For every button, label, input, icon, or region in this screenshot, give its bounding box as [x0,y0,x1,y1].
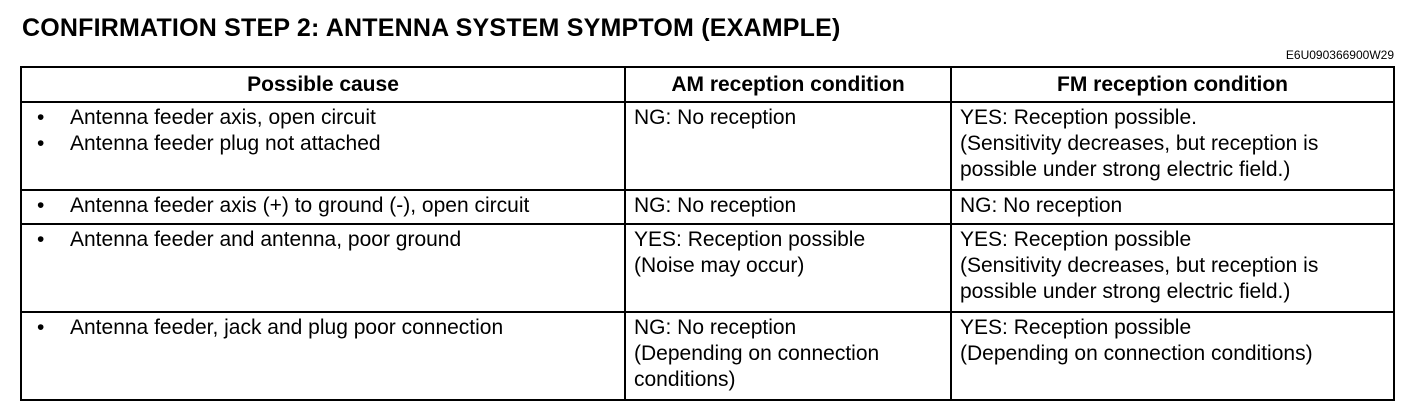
document-code: E6U090366900W29 [1285,48,1394,62]
header-possible-cause: Possible cause [20,66,626,103]
table-row: • Antenna feeder, jack and plug poor con… [20,311,1395,401]
header-am-reception: AM reception condition [624,66,952,103]
cause-list: • Antenna feeder axis (+) to ground (-),… [32,193,616,219]
am-condition-cell: NG: No reception (Depending on connectio… [624,311,952,401]
cause-list: • Antenna feeder, jack and plug poor con… [32,315,616,341]
fm-condition-line: possible under strong electric field.) [960,280,1291,303]
bullet-icon: • [37,132,45,155]
am-condition-line: (Depending on connection [634,342,880,365]
bullet-icon: • [37,106,45,129]
bullet-icon: • [37,194,45,217]
cause-item: • Antenna feeder axis, open circuit [32,105,616,131]
fm-condition-line: (Sensitivity decreases, but reception is [960,254,1319,277]
cause-text: Antenna feeder and antenna, poor ground [70,228,462,251]
cause-cell: • Antenna feeder and antenna, poor groun… [20,223,626,313]
cause-text: Antenna feeder axis, open circuit [70,106,376,129]
fm-condition-line: NG: No reception [960,194,1123,217]
table-row: • Antenna feeder axis (+) to ground (-),… [20,189,1395,225]
fm-condition-line: (Sensitivity decreases, but reception is [960,132,1319,155]
fm-condition-line: YES: Reception possible [960,316,1192,339]
fm-condition-cell: YES: Reception possible (Depending on co… [950,311,1395,401]
cause-list: • Antenna feeder axis, open circuit • An… [32,105,616,157]
fm-condition-line: possible under strong electric field.) [960,158,1291,181]
cause-item: • Antenna feeder axis (+) to ground (-),… [32,193,616,219]
fm-condition-cell: NG: No reception [950,189,1395,225]
table-row: • Antenna feeder axis, open circuit • An… [20,101,1395,191]
am-condition-cell: YES: Reception possible (Noise may occur… [624,223,952,313]
table-header-row: Possible cause AM reception condition FM… [20,66,1395,103]
bullet-icon: • [37,316,45,339]
table-row: • Antenna feeder and antenna, poor groun… [20,223,1395,313]
am-condition-cell: NG: No reception [624,189,952,225]
cause-cell: • Antenna feeder axis (+) to ground (-),… [20,189,626,225]
bullet-icon: • [37,228,45,251]
fm-condition-cell: YES: Reception possible (Sensitivity dec… [950,223,1395,313]
document-title: CONFIRMATION STEP 2: ANTENNA SYSTEM SYMP… [22,14,841,42]
cause-item: • Antenna feeder and antenna, poor groun… [32,227,616,253]
am-condition-line: NG: No reception [634,106,797,129]
am-condition-line: conditions) [634,368,736,391]
cause-text: Antenna feeder plug not attached [70,132,381,155]
cause-text: Antenna feeder axis (+) to ground (-), o… [70,194,530,217]
cause-text: Antenna feeder, jack and plug poor conne… [70,316,504,339]
fm-condition-cell: YES: Reception possible. (Sensitivity de… [950,101,1395,191]
am-condition-line: NG: No reception [634,194,797,217]
fm-condition-line: YES: Reception possible [960,228,1192,251]
symptom-table: Possible cause AM reception condition FM… [20,66,1395,401]
cause-cell: • Antenna feeder axis, open circuit • An… [20,101,626,191]
am-condition-line: (Noise may occur) [634,254,805,277]
cause-list: • Antenna feeder and antenna, poor groun… [32,227,616,253]
cause-item: • Antenna feeder, jack and plug poor con… [32,315,616,341]
fm-condition-line: YES: Reception possible. [960,106,1197,129]
header-fm-reception: FM reception condition [950,66,1395,103]
fm-condition-line: (Depending on connection conditions) [960,342,1313,365]
am-condition-cell: NG: No reception [624,101,952,191]
am-condition-line: YES: Reception possible [634,228,866,251]
cause-cell: • Antenna feeder, jack and plug poor con… [20,311,626,401]
cause-item: • Antenna feeder plug not attached [32,131,616,157]
am-condition-line: NG: No reception [634,316,797,339]
